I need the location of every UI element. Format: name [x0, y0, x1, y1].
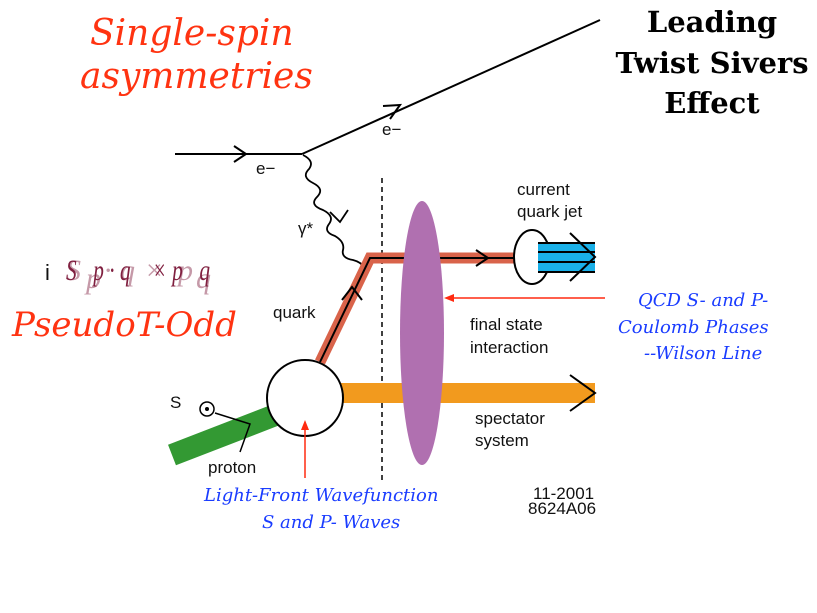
spin-label: S — [170, 393, 181, 412]
electron-in-label: e− — [256, 159, 275, 178]
figure-id-1: 11-2001 — [533, 484, 594, 503]
proton-label: proton — [208, 458, 256, 477]
title-line-2: Twist Sivers — [615, 46, 808, 80]
jet-label-2: quark jet — [517, 202, 582, 221]
pseudo-t-odd-label: PseudoT-Odd — [11, 305, 237, 345]
headline-line-2: asymmetries — [80, 56, 313, 97]
proton-band — [168, 403, 282, 466]
sivers-formula: i S p · q × p q S⃗p · q⃗ × p⃗q — [45, 254, 211, 295]
title-line-3: Effect — [664, 86, 760, 120]
title-line-1: Leading — [647, 5, 777, 39]
photon-label: γ* — [298, 219, 314, 238]
formula-dot: · — [104, 254, 112, 287]
qcd-annotation-1: QCD S- and P- — [638, 290, 768, 311]
electron-lines — [175, 19, 601, 163]
quark-line — [315, 249, 515, 365]
headline-line-1: Single-spin — [90, 13, 294, 54]
spectator-label-1: spectator — [475, 409, 545, 428]
qcd-annotation-2: Coulomb Phases — [618, 317, 769, 338]
photon-line — [302, 154, 366, 269]
formula-p-sub: p — [84, 262, 101, 295]
fsi-label-2: interaction — [470, 338, 548, 357]
spectator-band — [340, 383, 595, 403]
lfwf-annotation-1: Light-Front Wavefunction — [203, 485, 438, 506]
lfwf-annotation-2: S and P- Waves — [262, 512, 400, 533]
electron-out-label: e− — [382, 120, 401, 139]
formula-cross: × — [144, 254, 164, 287]
formula-q-sub: q — [196, 262, 211, 295]
quark-label: quark — [273, 303, 316, 322]
figure-id-2: 8624A06 — [528, 499, 596, 518]
spectator-label-2: system — [475, 431, 529, 450]
fsi-label-1: final state — [470, 315, 543, 334]
formula-S: S — [66, 254, 81, 287]
formula-q: q — [120, 254, 135, 287]
final-state-interaction-blob — [400, 201, 444, 465]
qcd-annotation-3: --Wilson Line — [644, 343, 762, 364]
formula-p: p — [176, 254, 193, 287]
spin-out-of-page-icon — [199, 401, 215, 417]
formula-prefix: i — [45, 260, 50, 285]
jet-label-1: current — [517, 180, 570, 199]
current-quark-jet — [513, 229, 597, 285]
formula-expression: S⃗p · q⃗ × p⃗q — [66, 254, 210, 287]
